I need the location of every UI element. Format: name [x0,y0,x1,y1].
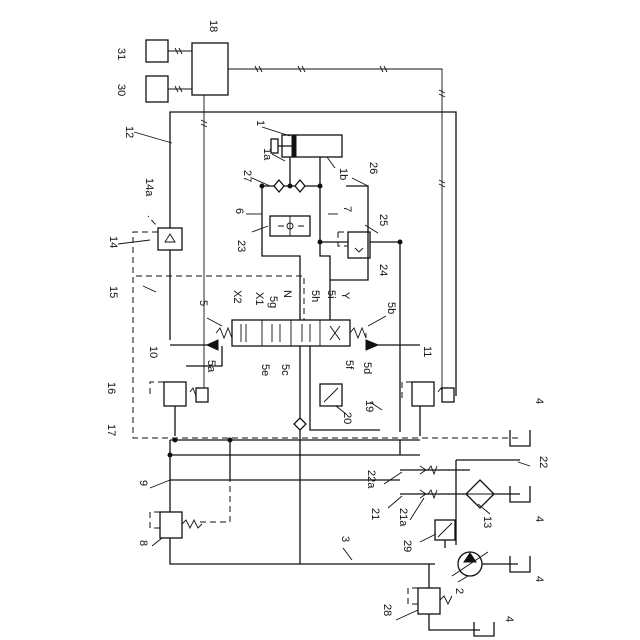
check-valve-27b [295,180,305,192]
solenoid-valve-10 [150,382,208,406]
label-N: N [281,290,293,298]
input-device-30 [146,76,168,102]
label-26: 26 [367,162,379,174]
label-5h: 5h [309,290,321,302]
controller-18 [192,43,228,95]
tank-4-bottom [474,622,494,636]
label-1b: 1b [337,168,349,180]
label-6: 6 [233,208,245,214]
label-30: 30 [115,84,127,96]
label-1: 1 [254,120,266,126]
relief-valve-8 [150,512,202,538]
label-23: 23 [235,240,247,252]
pilot-5a [207,340,218,350]
label-5f: 5f [343,360,355,370]
label-5: 5 [197,300,209,306]
label-22: 22 [537,456,549,468]
label-14a: 14a [143,178,155,197]
label-29: 29 [401,540,413,552]
label-17: 17 [105,424,117,436]
label-5i: 5i [325,290,337,299]
label-21a: 21a [397,508,409,527]
label-2: 2 [453,588,465,594]
label-14: 14 [107,236,119,248]
label-X2: X2 [231,290,243,303]
check-valve-center [294,418,306,430]
label-31: 31 [115,48,127,60]
relief-valve-28 [408,588,452,614]
hydraulic-cylinder-1 [271,135,342,157]
cooler-29 [435,520,455,540]
check-valve-14 [158,228,182,250]
label-1a: 1a [261,148,273,161]
label-5d: 5d [361,362,373,374]
directional-control-valve-5 [216,320,366,346]
label-4-upper-mid: 4 [533,516,545,522]
label-11: 11 [421,346,433,357]
label-X1: X1 [253,292,265,305]
label-21: 21 [369,508,381,520]
label-7: 7 [341,206,353,212]
label-9: 9 [137,480,149,486]
label-5c: 5c [279,364,291,376]
label-15: 15 [107,286,119,298]
solenoid-valve-11 [402,382,454,406]
check-valve-27a [274,180,284,192]
label-25: 25 [377,214,389,226]
valve-23 [270,216,310,236]
label-18: 18 [207,20,219,32]
label-Y: Y [339,292,351,300]
label-27: 27 [241,170,253,182]
label-24: 24 [377,264,389,276]
label-22a: 22a [365,470,377,489]
label-5a: 5a [205,360,217,373]
label-4-bottom: 4 [503,616,515,622]
relief-valve-25 [338,232,370,258]
label-5e: 5e [259,364,271,376]
valve-20 [320,384,342,406]
label-5b: 5b [385,302,397,314]
label-3: 3 [339,536,351,542]
label-5g: 5g [267,296,279,308]
filter-13 [466,480,494,508]
label-20: 20 [341,412,353,424]
label-19: 19 [363,400,375,412]
label-12: 12 [123,126,135,138]
label-4-lower-mid: 4 [533,576,545,582]
pilot-5b [366,340,378,350]
label-10: 10 [147,346,159,358]
label-28: 28 [381,604,393,616]
label-4-top: 4 [533,398,545,404]
input-device-31 [146,40,168,62]
label-13: 13 [481,516,493,528]
label-8: 8 [137,540,149,546]
label-16: 16 [105,382,117,394]
